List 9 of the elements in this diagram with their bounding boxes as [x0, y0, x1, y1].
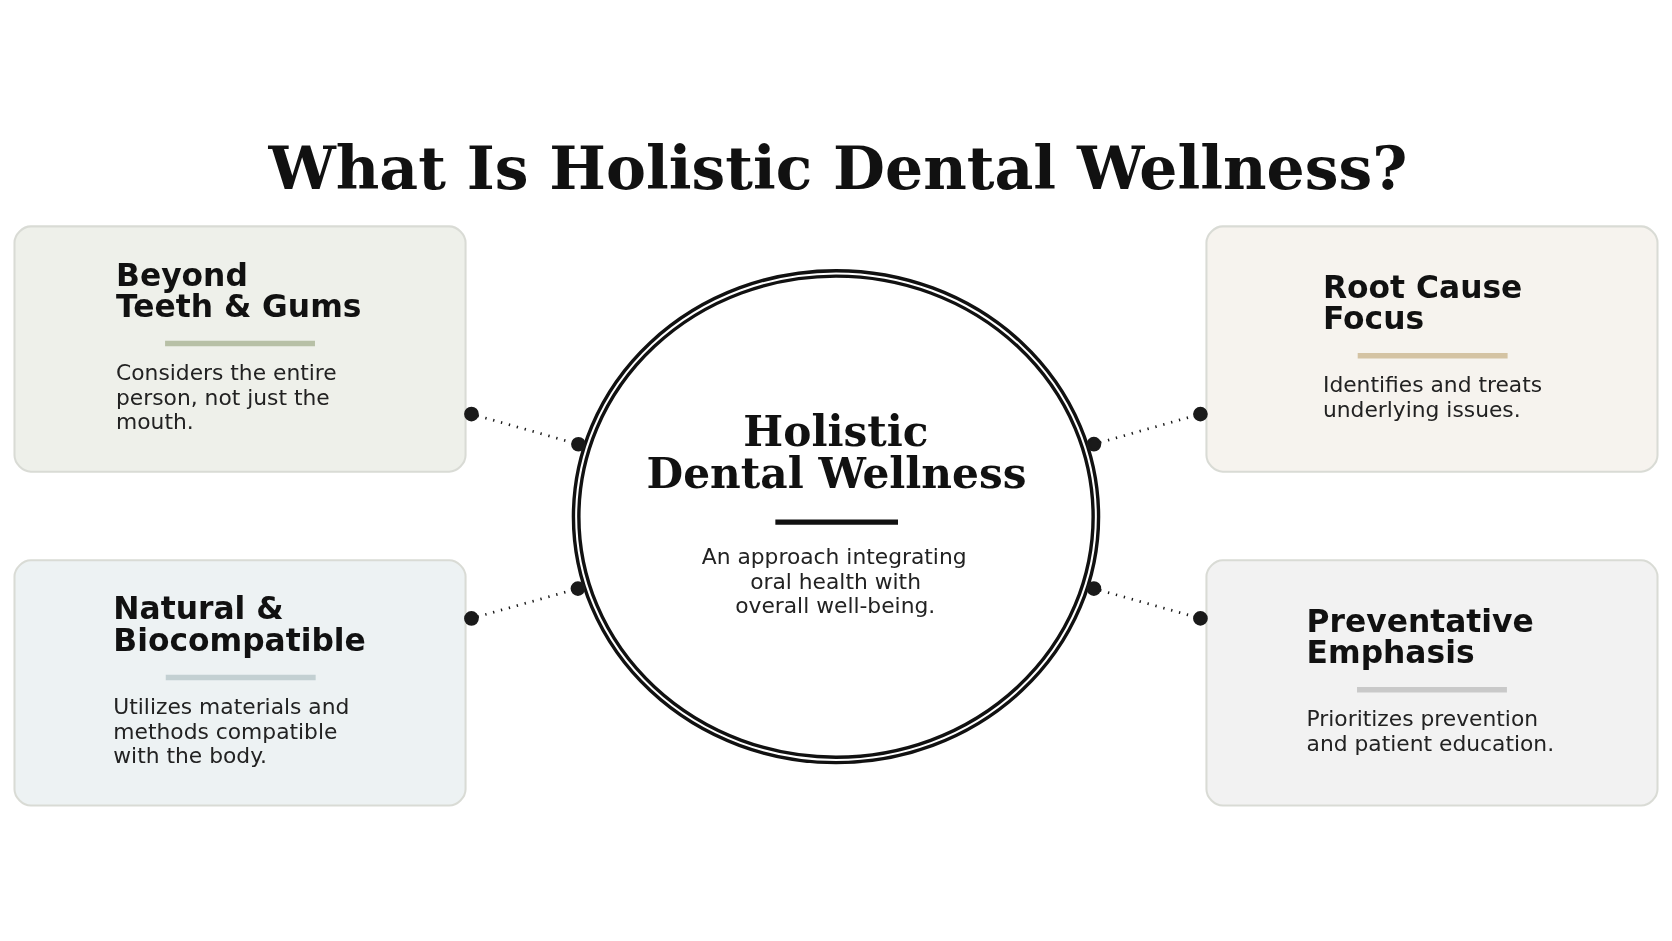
connector	[464, 406, 586, 452]
node-box: Natural & Biocompatible Utilizes materials and methods compatible with the body.	[13, 558, 467, 807]
connector	[464, 580, 586, 626]
node-box: Preventative Emphasis Prioritizes prevention and patient education.	[1205, 558, 1659, 807]
node-box: Beyond Teeth & Gums Considers the entire person, not just the mouth.	[13, 224, 467, 473]
diagram-title: What Is Holistic Dental Wellness?	[268, 132, 1408, 203]
connector	[1086, 580, 1208, 626]
connector	[1086, 406, 1208, 452]
node-box: Root Cause Focus Identifies and treats underlying issues.	[1205, 224, 1659, 473]
